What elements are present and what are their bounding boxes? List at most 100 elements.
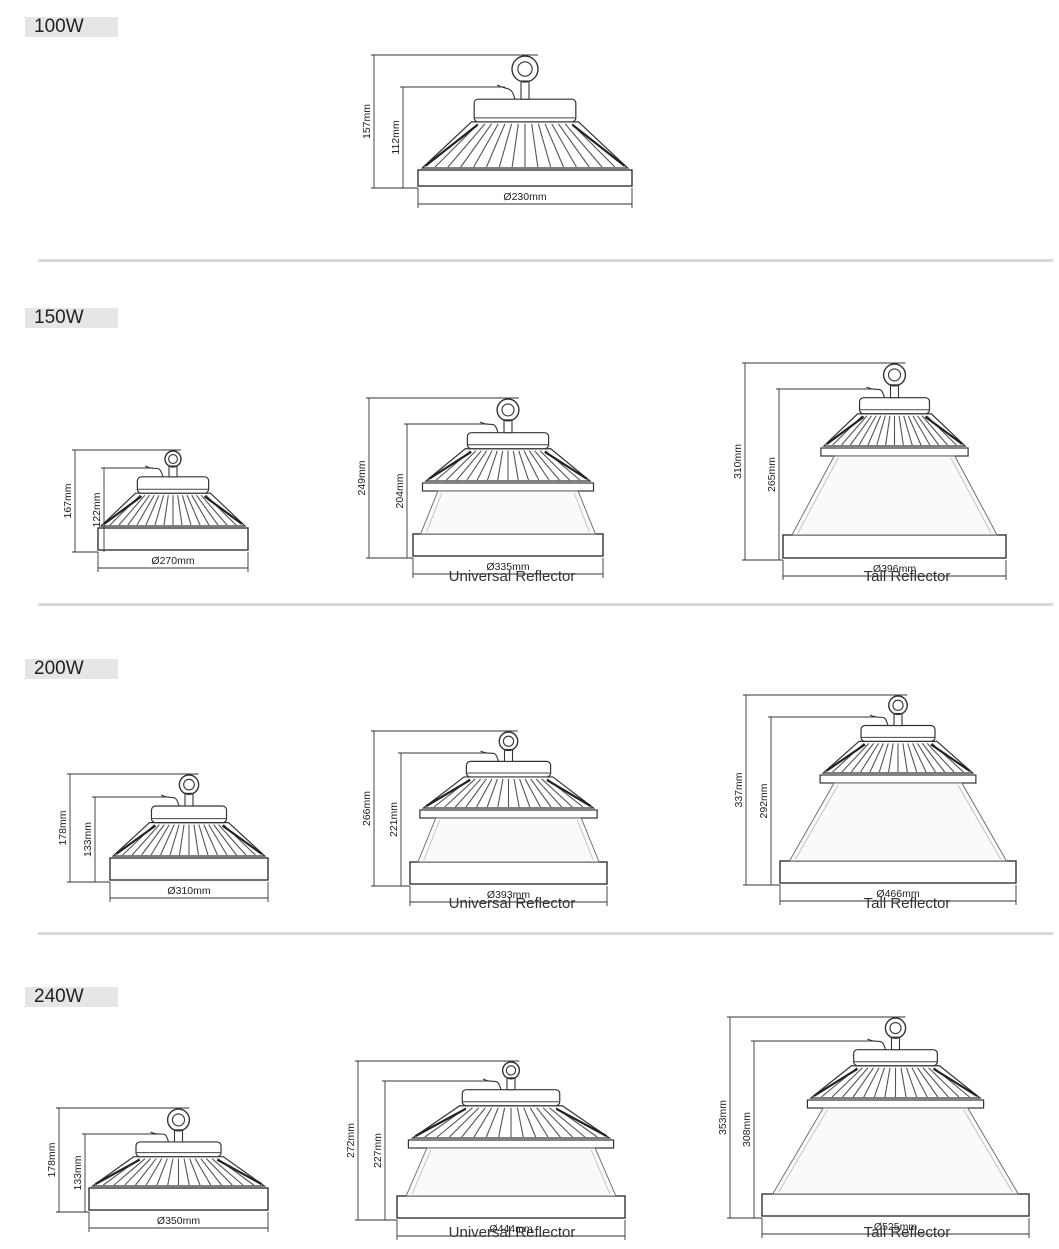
caption-universal-reflector: Universal Reflector [448,1224,576,1241]
fixture-body [424,432,592,482]
dimension-lines [742,362,1007,580]
hanger-neck [184,792,194,807]
diameter-label: Ø444mm [489,1223,532,1235]
body-height-label: 292mm [758,783,770,818]
reflector [788,774,1008,862]
hanging-hook [884,1017,907,1039]
hanging-hook [882,363,907,387]
total-height-label: 157mm [361,104,373,139]
dimension-lines [56,1107,269,1232]
fixture-body [822,397,967,447]
power-cable [150,1131,170,1143]
section-divider [38,932,1053,935]
diameter-label: Ø350mm [157,1215,200,1227]
hanging-hook [501,1061,521,1080]
fixture-body [99,476,247,527]
power-cable [479,421,499,433]
dimension-lines [366,397,604,578]
fixture-body [90,1141,267,1187]
reflector [771,1099,1020,1195]
fixture-body [111,805,267,857]
section-divider [38,259,1053,262]
hanger-neck [520,80,530,100]
dimension-lines [371,54,633,208]
diameter-label: Ø270mm [151,555,194,567]
total-height-label: 178mm [57,810,69,845]
total-height-label: 249mm [356,460,368,495]
body-height-label: 112mm [390,120,402,154]
diameter-label: Ø466mm [876,888,919,900]
hanging-hook [164,450,182,468]
hanging-hook [166,1108,191,1132]
total-height-label: 337mm [733,772,745,807]
body-height-label: 308mm [741,1112,753,1147]
caption-tall-reflector: Tall Reflector [863,1224,951,1241]
power-cable [144,465,164,477]
power-cable [867,1038,887,1050]
power-cable [482,1078,502,1090]
power-cable [496,84,516,100]
total-height-label: 167mm [62,483,74,518]
hanger-neck [173,1129,184,1143]
diameter-label: Ø525mm [874,1221,917,1233]
hanging-hook [888,695,908,716]
dimension-lines [371,730,608,906]
diameter-label: Ø310mm [167,885,210,897]
reflector [791,447,998,536]
total-height-label: 310mm [732,444,744,479]
section-title-200w: 200W [25,659,118,679]
section-title-150w: 150W [25,308,118,328]
total-height-label: 266mm [361,791,373,826]
diameter-label: Ø393mm [487,889,530,901]
base-plate [109,857,269,881]
hanging-hook [498,731,519,752]
section-title-240w: 240W [25,987,118,1007]
power-cable [160,794,180,807]
hanger-neck [503,748,514,762]
body-height-label: 265mm [766,457,778,492]
base-plate [97,527,249,551]
body-height-label: 221mm [388,802,400,837]
body-height-label: 133mm [72,1155,84,1190]
hanging-hook [496,398,520,422]
base-plate [88,1187,269,1211]
hanger-neck [890,1036,901,1051]
section-divider [38,603,1053,606]
body-height-label: 122mm [91,492,103,527]
diameter-label: Ø230mm [503,191,546,203]
hanging-hook [178,774,200,796]
diameter-label: Ø335mm [486,561,529,573]
total-height-label: 178mm [46,1142,58,1177]
power-cable [869,714,889,726]
base-plate [417,169,633,187]
dimension-lines [72,449,249,572]
dimension-lines [743,694,1017,905]
dimension-lines [67,773,269,902]
fixture-body [421,760,596,809]
total-height-label: 272mm [345,1123,357,1158]
reflector [405,1139,617,1197]
reflector [419,482,597,535]
base-plate [761,1193,1030,1217]
body-height-label: 227mm [372,1133,384,1168]
caption-universal-reflector: Universal Reflector [448,568,576,585]
dimension-lines [355,1060,626,1240]
hanger-neck [503,419,513,434]
reflector [417,809,600,863]
caption-tall-reflector: Tall Reflector [863,568,951,585]
hanger-neck [168,465,178,478]
section-title-100w: 100W [25,17,118,37]
hanger-neck [506,1077,516,1091]
fixture-body [821,724,975,774]
fixture-body [410,1089,612,1139]
dimension-lines [727,1016,1030,1238]
body-height-label: 204mm [394,473,406,508]
